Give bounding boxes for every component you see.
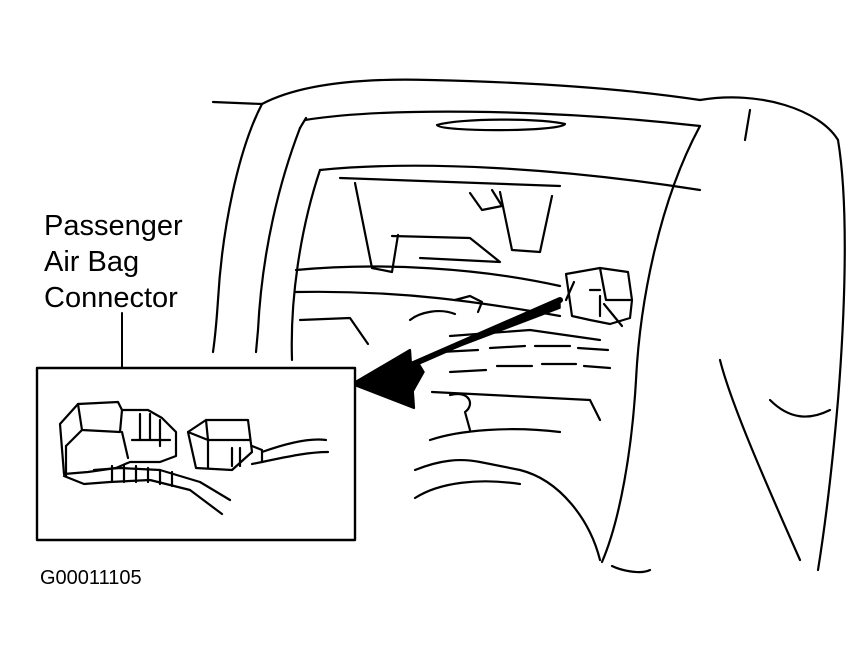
connector-inset <box>37 368 355 540</box>
pointer-arrow <box>352 300 560 408</box>
connector-left-half <box>60 402 230 514</box>
callout-label-line-3: Connector <box>44 282 178 314</box>
figure-id: G00011105 <box>40 567 142 589</box>
dashboard-drawing <box>213 80 845 572</box>
callout-label-line-1: Passenger <box>44 210 183 242</box>
callout-label-line-2: Air Bag <box>44 246 140 278</box>
connector-right-half <box>188 420 328 470</box>
